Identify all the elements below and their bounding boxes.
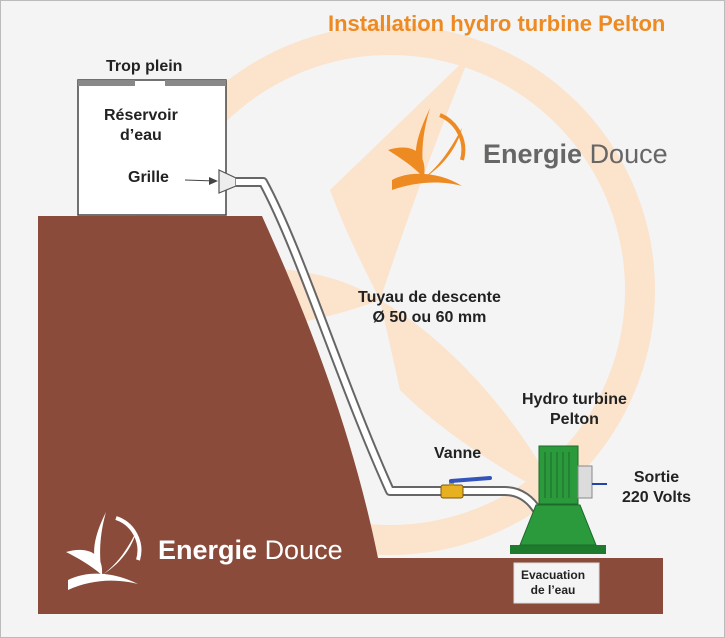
output-label-line1: Sortie [633, 469, 680, 486]
pipe-label-line2: Ø 50 ou 60 mm [372, 309, 487, 326]
brand-text-bottom: Energie Douce [158, 535, 343, 566]
brand-text-top: Energie Douce [483, 139, 668, 170]
turbine-label-line1: Hydro turbine [522, 391, 627, 408]
logo-icon-bottom [66, 512, 142, 590]
drain-label-line1: Evacuation [521, 568, 586, 582]
output-label-line2: 220 Volts [622, 489, 692, 506]
reservoir-label-line2: d’eau [120, 127, 162, 144]
pipe-label-line1: Tuyau de descente [358, 289, 501, 306]
reservoir-tank [77, 79, 227, 216]
valve-label: Vanne [434, 445, 482, 462]
brand-word1: Energie [483, 139, 583, 169]
grille-label: Grille [128, 169, 169, 186]
logo-icon-top [388, 108, 466, 190]
reservoir-label: Réservoir d’eau [104, 106, 178, 146]
brand-word2: Douce [589, 139, 668, 169]
reservoir-label-line1: Réservoir [104, 107, 178, 124]
drain-box [513, 562, 600, 604]
brand-word1-bottom: Energie [158, 535, 258, 565]
valve [440, 476, 492, 499]
overflow-label: Trop plein [106, 58, 183, 75]
output-label: Sortie 220 Volts [622, 468, 691, 508]
turbine-label-line2: Pelton [550, 411, 599, 428]
pipe-label: Tuyau de descente Ø 50 ou 60 mm [358, 288, 501, 328]
brand-word2-bottom: Douce [264, 535, 343, 565]
ground-hill [38, 216, 663, 614]
page-title: Installation hydro turbine Pelton [328, 11, 666, 36]
turbine-label: Hydro turbine Pelton [522, 390, 627, 430]
pelton-turbine [510, 445, 607, 554]
drain-label: Evacuation de l’eau [521, 568, 585, 598]
drain-label-line2: de l’eau [530, 583, 576, 597]
